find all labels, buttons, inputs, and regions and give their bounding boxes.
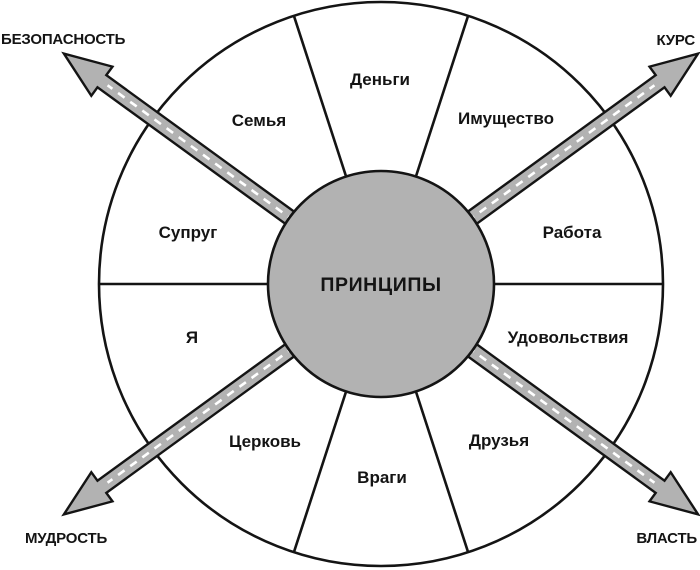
arrow-to-wisdom	[61, 335, 307, 517]
arrow-to-security	[61, 51, 307, 233]
corner-label-wisdom: МУДРОСТЬ	[25, 530, 107, 547]
sector-label-church: Церковь	[229, 432, 301, 451]
sector-label-spouse: Супруг	[159, 223, 218, 242]
sector-label-self: Я	[186, 328, 198, 347]
sector-label-work: Работа	[543, 223, 602, 242]
arrow-to-course	[455, 51, 700, 233]
sector-label-money: Деньги	[350, 70, 410, 89]
corner-label-security: БЕЗОПАСНОСТЬ	[1, 31, 126, 48]
corner-label-course: КУРС	[656, 32, 695, 49]
corner-label-power: ВЛАСТЬ	[636, 530, 697, 547]
center-label: ПРИНЦИПЫ	[320, 274, 441, 296]
center-circle	[266, 169, 496, 399]
sector-label-enemies: Враги	[357, 468, 407, 487]
sector-label-pleasures: Удовольствия	[508, 328, 629, 347]
arrow-to-power	[455, 335, 700, 517]
sector-label-family: Семья	[232, 111, 286, 130]
sector-label-property: Имущество	[458, 109, 554, 128]
sector-label-friends: Друзья	[469, 431, 529, 450]
